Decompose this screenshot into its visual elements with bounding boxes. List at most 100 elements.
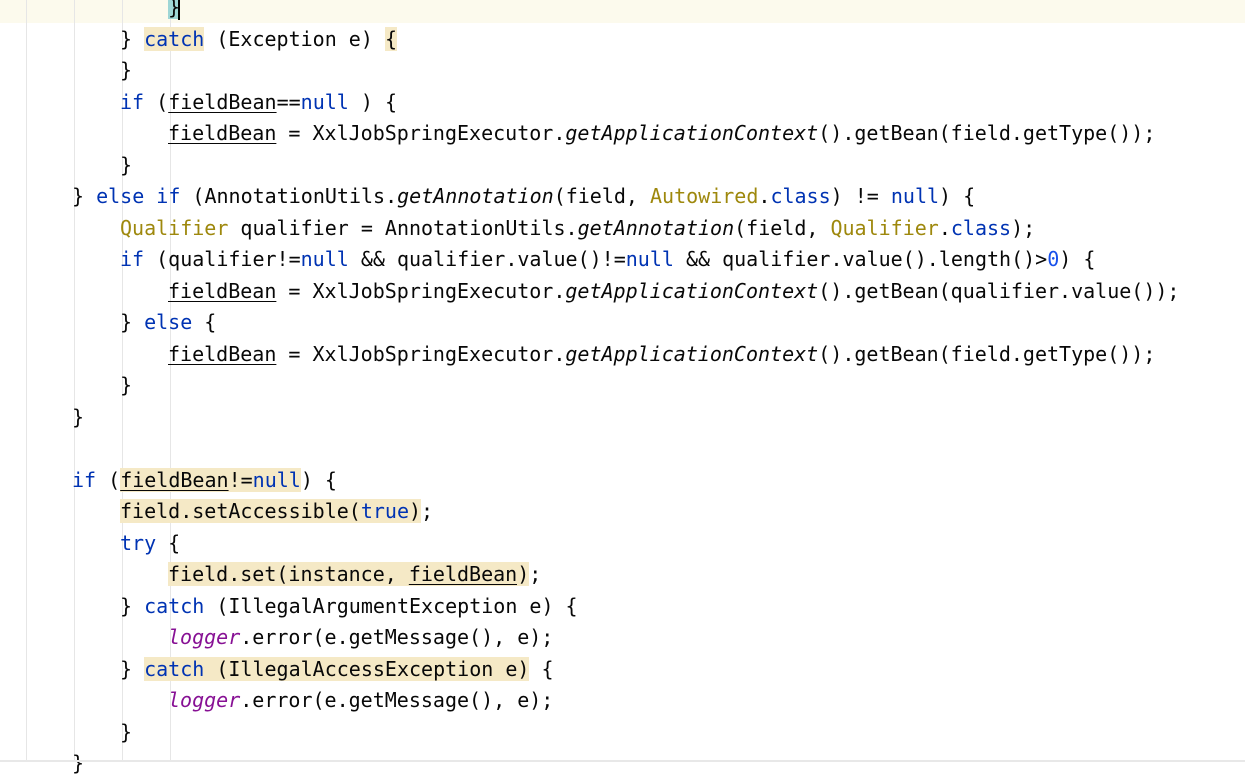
code-token: (IllegalArgumentException e) { <box>204 593 578 618</box>
code-line[interactable]: } catch (IllegalArgumentException e) { <box>120 591 578 623</box>
code-token: } <box>72 184 97 208</box>
code-token: ) { <box>300 467 337 492</box>
indent-guide <box>170 0 171 762</box>
code-token: (qualifier!= <box>144 247 301 271</box>
code-token: ) != <box>830 184 891 208</box>
code-token: ); <box>1011 215 1036 240</box>
code-line[interactable]: } <box>168 0 181 24</box>
code-line[interactable]: fieldBean = XxlJobSpringExecutor.getAppl… <box>168 276 1179 308</box>
code-token: { <box>384 26 397 51</box>
code-token: null <box>252 467 301 492</box>
code-line[interactable]: } <box>120 370 132 402</box>
code-token: } <box>120 310 145 334</box>
code-token: Qualifier <box>120 215 229 240</box>
code-token: = XxlJobSpringExecutor. <box>276 278 566 303</box>
code-token: 0 <box>1047 247 1060 271</box>
code-line[interactable]: } <box>72 402 84 434</box>
indent-guide <box>122 0 123 762</box>
code-token: ) <box>517 562 530 586</box>
code-line[interactable]: } <box>72 748 84 780</box>
text-caret <box>178 0 181 20</box>
code-token: else <box>144 310 193 334</box>
current-line-highlight <box>0 0 1245 23</box>
code-token: if <box>120 89 145 114</box>
code-token: try <box>120 530 157 555</box>
code-token: field.set(instance, <box>168 562 409 586</box>
horizontal-scrollbar[interactable] <box>0 760 1245 762</box>
code-token: getApplicationContext <box>565 121 819 145</box>
code-line[interactable]: } <box>120 150 132 182</box>
code-token: { <box>529 656 554 681</box>
code-token: logger <box>168 625 241 649</box>
code-token: else if <box>96 184 181 208</box>
code-token: } <box>120 593 145 618</box>
code-token: fieldBean <box>168 121 277 145</box>
code-line[interactable]: } else { <box>120 307 216 339</box>
code-token: Autowired <box>650 184 759 208</box>
code-token: { <box>156 530 181 555</box>
code-token: } <box>120 719 133 744</box>
code-token: .error(e.getMessage(), e); <box>240 688 554 712</box>
code-line[interactable]: } catch (IllegalAccessException e) { <box>120 654 554 686</box>
code-token: (AnnotationUtils. <box>180 184 398 208</box>
code-token: } <box>72 404 85 429</box>
code-token: fieldBean <box>168 341 277 366</box>
code-token: getApplicationContext <box>565 278 819 303</box>
code-token: } <box>120 656 145 681</box>
code-line[interactable]: logger.error(e.getMessage(), e); <box>168 622 553 654</box>
code-token: { <box>192 310 217 334</box>
code-line[interactable]: Qualifier qualifier = AnnotationUtils.ge… <box>120 213 1035 245</box>
code-token: class <box>770 184 831 208</box>
code-token: } <box>120 58 133 82</box>
code-token: catch <box>144 656 205 681</box>
code-token: getAnnotation <box>397 184 554 208</box>
code-line[interactable]: } else if (AnnotationUtils.getAnnotation… <box>72 181 975 213</box>
code-line[interactable]: if (fieldBean==null ) { <box>120 87 397 119</box>
code-token: ( <box>96 467 121 492</box>
code-token: != <box>228 467 253 492</box>
indent-guide <box>26 0 27 762</box>
code-token: } <box>168 0 181 19</box>
code-line[interactable]: field.set(instance, fieldBean); <box>168 559 541 591</box>
code-token: ) <box>409 499 422 523</box>
code-line[interactable]: field.setAccessible(true); <box>120 496 433 528</box>
code-token: ; <box>529 562 542 586</box>
code-line[interactable]: try { <box>120 528 180 560</box>
code-line[interactable]: if (fieldBean!=null) { <box>72 465 337 497</box>
code-token: && qualifier.value().length()> <box>673 247 1048 271</box>
code-token: ) { <box>1059 247 1096 271</box>
code-token: = XxlJobSpringExecutor. <box>276 341 566 366</box>
code-line[interactable]: fieldBean = XxlJobSpringExecutor.getAppl… <box>168 118 1155 150</box>
code-token: .error(e.getMessage(), e); <box>240 625 554 649</box>
code-token: (Exception e) <box>204 26 385 51</box>
code-token: fieldBean <box>120 467 229 492</box>
code-token: qualifier = AnnotationUtils. <box>228 215 578 240</box>
code-token: (field, <box>553 184 651 208</box>
code-token: ().getBean(field.getType()); <box>818 121 1156 145</box>
code-token: fieldBean <box>408 562 518 586</box>
code-token: catch <box>144 593 205 618</box>
code-token: } <box>72 751 85 775</box>
code-token: fieldBean <box>168 89 277 114</box>
code-line[interactable]: fieldBean = XxlJobSpringExecutor.getAppl… <box>168 339 1155 371</box>
code-line[interactable]: logger.error(e.getMessage(), e); <box>168 685 553 717</box>
code-token: fieldBean <box>168 278 277 303</box>
code-token: null <box>890 184 940 208</box>
code-token: logger <box>168 688 241 712</box>
code-token: ( <box>144 89 169 114</box>
code-token: Qualifier <box>830 215 939 240</box>
code-token: && qualifier.value()!= <box>348 247 626 271</box>
code-token: = XxlJobSpringExecutor. <box>276 121 566 145</box>
code-token: == <box>276 89 301 114</box>
code-token: ().getBean(qualifier.value()); <box>818 278 1180 303</box>
code-token: null <box>300 89 349 114</box>
code-line[interactable]: } <box>120 717 132 749</box>
code-token: ) { <box>939 184 976 208</box>
code-line[interactable]: if (qualifier!=null && qualifier.value()… <box>120 244 1095 276</box>
code-token: if <box>72 467 97 492</box>
code-token: getAnnotation <box>577 215 735 240</box>
code-token: . <box>758 184 771 208</box>
code-token: } <box>120 26 145 51</box>
code-line[interactable]: } catch (Exception e) { <box>120 24 397 56</box>
code-line[interactable]: } <box>120 55 132 87</box>
